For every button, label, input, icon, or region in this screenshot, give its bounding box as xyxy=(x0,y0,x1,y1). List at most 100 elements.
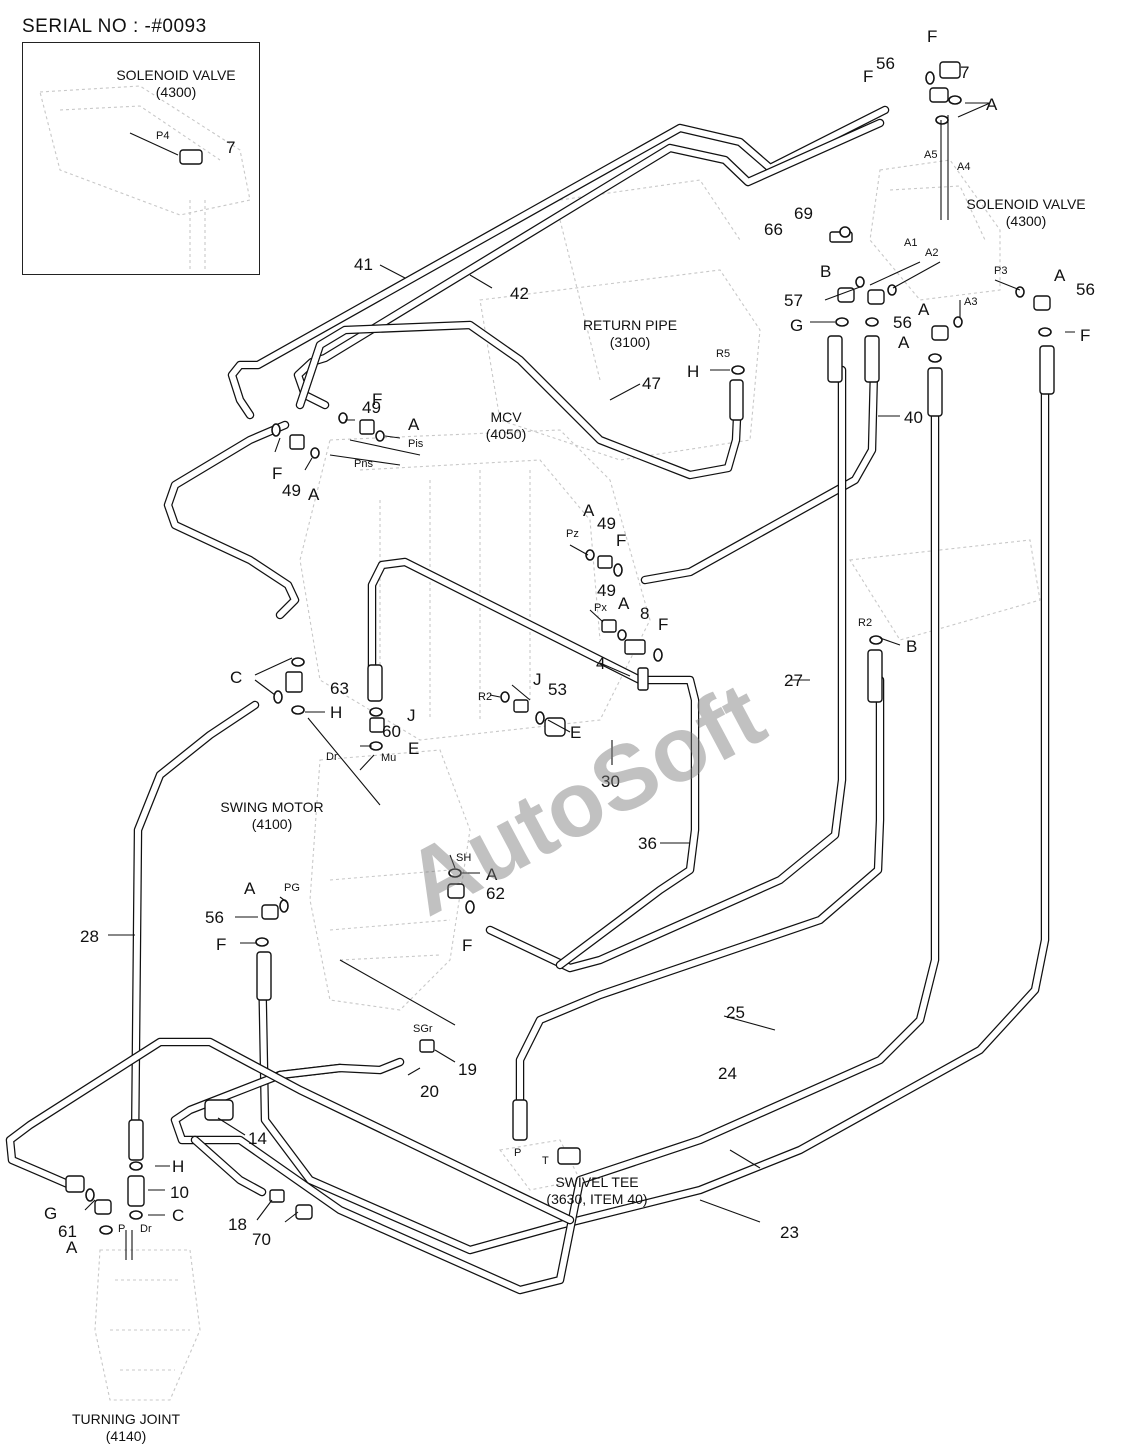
seal-letter: G xyxy=(790,316,803,335)
leader-lines xyxy=(84,102,1075,1260)
component-ghosts xyxy=(39,85,1041,1401)
part-number: 4 xyxy=(596,654,605,673)
seal-letter: C xyxy=(172,1206,184,1225)
seal-letter: B xyxy=(820,262,831,281)
part-number: 49 xyxy=(282,481,301,500)
port-label: Px xyxy=(594,602,607,614)
part-number: 25 xyxy=(726,1003,745,1022)
seal-letter: H xyxy=(687,362,699,381)
seal-letter: F xyxy=(372,390,382,409)
seal-letter: A xyxy=(486,865,498,884)
seal-letter: J xyxy=(407,706,416,725)
seal-letter: H xyxy=(330,703,342,722)
hose-41 xyxy=(227,105,890,420)
inset-box xyxy=(22,42,260,275)
port-labels: P4 A5 A4 A1 A2 A3 P3 R5 Pis Pns Pz Px R2… xyxy=(118,130,1007,1235)
seal-letter: F xyxy=(216,935,226,954)
seal-letter: G xyxy=(44,1204,57,1223)
port-label: P3 xyxy=(994,265,1007,277)
part-number: 8 xyxy=(640,604,649,623)
hoses xyxy=(5,105,1050,1295)
part-numbers: 7 56 7 41 42 69 66 57 56 56 47 49 49 40 … xyxy=(58,54,1095,1249)
port-label: Pz xyxy=(566,528,579,540)
seal-letters: F F A A B G A A F F H F A F A A F F A C … xyxy=(44,27,1090,1257)
seal-letter: A xyxy=(308,485,320,504)
seal-letter: B xyxy=(906,637,917,656)
seal-letter: F xyxy=(616,531,626,550)
seal-letter: A xyxy=(618,594,630,613)
swing-motor-code: (4100) xyxy=(252,816,292,832)
hose-18 xyxy=(190,1135,267,1197)
part-number: 20 xyxy=(420,1082,439,1101)
port-label: R5 xyxy=(716,348,730,360)
seal-letter: E xyxy=(570,723,581,742)
port-label: P xyxy=(118,1223,125,1235)
part-number: 10 xyxy=(170,1183,189,1202)
part-number: 40 xyxy=(904,408,923,427)
solenoid-valve-title: SOLENOID VALVE xyxy=(966,196,1085,212)
fittings xyxy=(65,61,1055,1220)
hose-28-upper xyxy=(163,420,300,620)
return-pipe-title: RETURN PIPE xyxy=(583,317,677,333)
part-number: 7 xyxy=(960,63,969,82)
inset-solenoid-code: (4300) xyxy=(156,84,196,100)
part-number: 56 xyxy=(893,313,912,332)
port-label: T xyxy=(542,1155,549,1167)
hose-23 xyxy=(170,375,940,1295)
part-number: 49 xyxy=(597,514,616,533)
seal-letter: E xyxy=(408,739,419,758)
part-number: 49 xyxy=(597,581,616,600)
seal-letter: C xyxy=(230,668,242,687)
port-label: SGr xyxy=(413,1023,433,1035)
part-number: 57 xyxy=(784,291,803,310)
seal-letter: A xyxy=(66,1238,78,1257)
port-label: Dr xyxy=(326,751,338,763)
inset-solenoid-title: SOLENOID VALVE xyxy=(116,67,235,83)
part-number: 36 xyxy=(638,834,657,853)
mcv-code: (4050) xyxy=(486,426,526,442)
hose-20 xyxy=(275,1057,405,1080)
port-label: SH xyxy=(456,852,471,864)
serial-number: SERIAL NO : -#0093 xyxy=(22,16,207,37)
hose-28 xyxy=(130,700,260,1155)
part-number: 18 xyxy=(228,1215,247,1234)
seal-letter: J xyxy=(533,670,542,689)
part-number: 56 xyxy=(876,54,895,73)
part-number: 49 xyxy=(362,398,381,417)
part-number: 28 xyxy=(80,927,99,946)
hose-25 xyxy=(515,675,885,1140)
part-number: 24 xyxy=(718,1064,737,1083)
port-label: A4 xyxy=(957,161,970,173)
port-label: R2 xyxy=(858,617,872,629)
hose-27 xyxy=(485,365,847,973)
part-number: 70 xyxy=(252,1230,271,1249)
part-number: 53 xyxy=(548,680,567,699)
o-rings xyxy=(85,71,1052,1235)
component-captions: SOLENOID VALVE (4300) SOLENOID VALVE (43… xyxy=(72,67,1086,1444)
seal-letter: A xyxy=(583,501,595,520)
part-number: 23 xyxy=(780,1223,799,1242)
return-pipe-code: (3100) xyxy=(610,334,650,350)
port-label: P xyxy=(514,1147,521,1159)
part-number: 14 xyxy=(248,1129,267,1148)
part-number: 47 xyxy=(642,374,661,393)
port-label: A2 xyxy=(925,247,938,259)
part-number: 30 xyxy=(601,772,620,791)
turning-joint-code: (4140) xyxy=(106,1428,146,1444)
swivel-tee-code: (3630, ITEM 40) xyxy=(546,1191,647,1207)
part-number: 56 xyxy=(1076,280,1095,299)
part-number: 60 xyxy=(382,722,401,741)
hose-40 xyxy=(640,365,879,585)
part-number: 42 xyxy=(510,284,529,303)
seal-letter: F xyxy=(462,936,472,955)
turning-joint-title: TURNING JOINT xyxy=(72,1411,181,1427)
port-label: PG xyxy=(284,882,300,894)
seal-letter: F xyxy=(863,67,873,86)
part-number: 41 xyxy=(354,255,373,274)
hose-36 xyxy=(367,557,700,970)
port-label: Pns xyxy=(354,458,373,470)
part-number: 61 xyxy=(58,1222,77,1241)
seal-letter: A xyxy=(244,879,256,898)
